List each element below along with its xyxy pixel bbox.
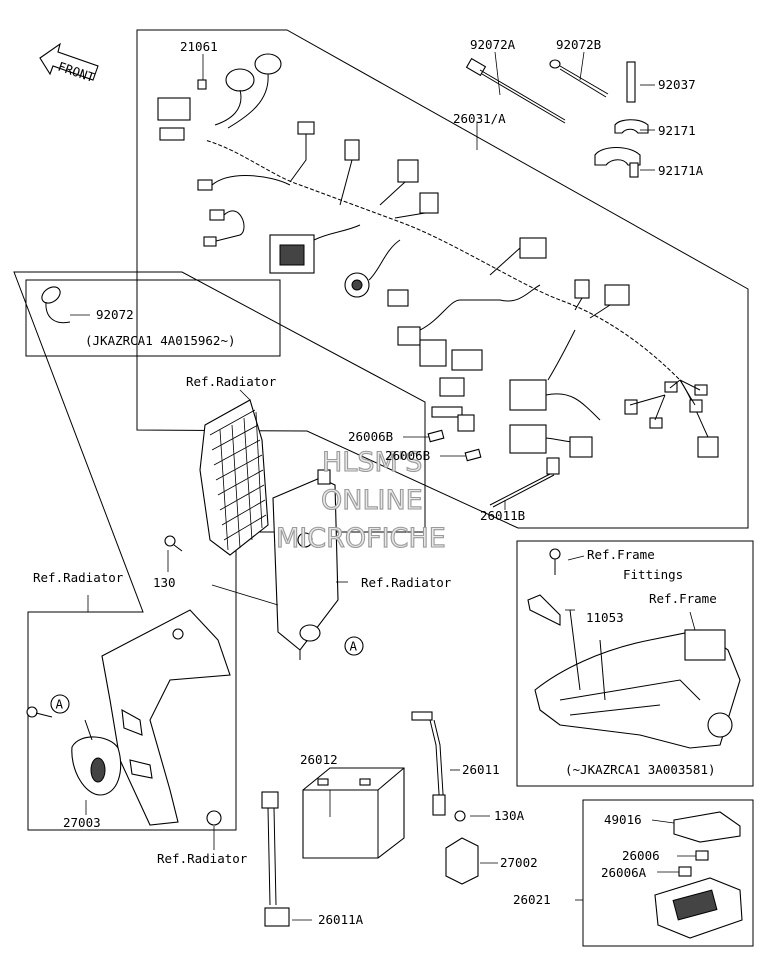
radiator-cover <box>272 469 339 660</box>
fuse-21061 <box>197 79 207 90</box>
radiator-screen <box>199 399 269 556</box>
harness-group-frame <box>136 29 749 529</box>
cable-26011 <box>411 711 446 816</box>
frame-fittings-box <box>516 540 754 787</box>
cover-49016 <box>673 811 741 843</box>
lead-26011B <box>489 457 560 508</box>
serial-note-to: (~JKAZRCA1 3A003581) <box>565 762 716 777</box>
label-27002: 27002 <box>500 855 538 870</box>
label-26031A: 26031/A <box>453 111 506 126</box>
serial-note-from: (JKAZRCA1 4A015962~) <box>85 333 236 348</box>
clamp-92037 <box>626 61 636 103</box>
ref-frame-fittings-2: Fittings <box>623 567 683 582</box>
label-26021: 26021 <box>513 892 551 907</box>
label-21061: 21061 <box>180 39 218 54</box>
label-26011B: 26011B <box>480 508 525 523</box>
part-26006B-a <box>427 429 445 443</box>
label-26006A: 26006A <box>601 865 647 880</box>
callout-a-left: A <box>50 694 70 714</box>
label-49016: 49016 <box>604 812 642 827</box>
label-92171A: 92171A <box>658 163 704 178</box>
relay-27002 <box>445 837 479 885</box>
label-92072B: 92072B <box>556 37 601 52</box>
battery-26012 <box>302 767 405 859</box>
ref-frame: Ref.Frame <box>649 591 717 606</box>
bolt-frame <box>549 548 561 575</box>
ref-radiator-bottom: Ref.Radiator <box>157 851 248 866</box>
label-26012: 26012 <box>300 752 338 767</box>
label-26006B-2: 26006B <box>385 448 430 463</box>
callout-a-label: A <box>350 639 358 654</box>
cable-tie-92072B <box>549 59 609 98</box>
horn-27003 <box>71 719 122 796</box>
ecu-26021 <box>654 877 743 939</box>
label-92171: 92171 <box>658 123 696 138</box>
label-130A: 130A <box>494 808 525 823</box>
optional-part-box <box>25 279 281 357</box>
bolt-horn <box>26 706 53 718</box>
label-130: 130 <box>153 575 176 590</box>
watermark: HLSM'S ONLINE MICROFICHE <box>275 446 446 554</box>
label-26006B-1: 26006B <box>348 429 393 444</box>
part-26006 <box>695 850 709 861</box>
label-92072A: 92072A <box>470 37 516 52</box>
front-arrow-icon: FRONT <box>39 42 99 85</box>
main-wiring-harness <box>157 53 719 458</box>
ref-radiator-mid: Ref.Radiator <box>361 575 452 590</box>
watermark-line-3: MICROFICHE <box>276 523 446 554</box>
clamp-92171A <box>594 146 641 166</box>
ref-radiator-left: Ref.Radiator <box>33 570 124 585</box>
cable-tie-92072A <box>465 57 566 124</box>
label-26011: 26011 <box>462 762 500 777</box>
ecu-connector <box>509 379 547 411</box>
label-92037: 92037 <box>658 77 696 92</box>
watermark-line-1: HLSM'S <box>322 447 422 478</box>
label-26011A: 26011A <box>318 912 364 927</box>
ref-radiator-top: Ref.Radiator <box>186 374 277 389</box>
label-26006: 26006 <box>622 848 660 863</box>
label-27003: 27003 <box>63 815 101 830</box>
collar <box>206 810 222 826</box>
bulb-socket <box>225 68 255 92</box>
bracket-11053 <box>527 594 561 626</box>
ref-frame-fittings-1: Ref.Frame <box>587 547 655 562</box>
bolt-130 <box>164 535 183 552</box>
cable-26011A <box>261 791 290 927</box>
radiator-group-frame <box>13 271 426 831</box>
bolt-130A <box>454 810 466 822</box>
motorcycle-frame <box>534 609 741 749</box>
part-26006B-b <box>464 448 482 462</box>
callout-a-label: A <box>56 697 64 712</box>
cable-tie-92072 <box>41 286 71 324</box>
ecu-box <box>582 799 754 947</box>
callout-a-right: A <box>344 636 364 656</box>
clamp-92171 <box>614 119 649 134</box>
harness-connector <box>157 97 191 121</box>
label-11053: 11053 <box>586 610 624 625</box>
label-92072: 92072 <box>96 307 134 322</box>
part-26006A <box>678 866 692 877</box>
radiator-side-cover <box>101 609 231 826</box>
watermark-line-2: ONLINE <box>321 485 423 516</box>
leader-lines <box>70 51 696 921</box>
